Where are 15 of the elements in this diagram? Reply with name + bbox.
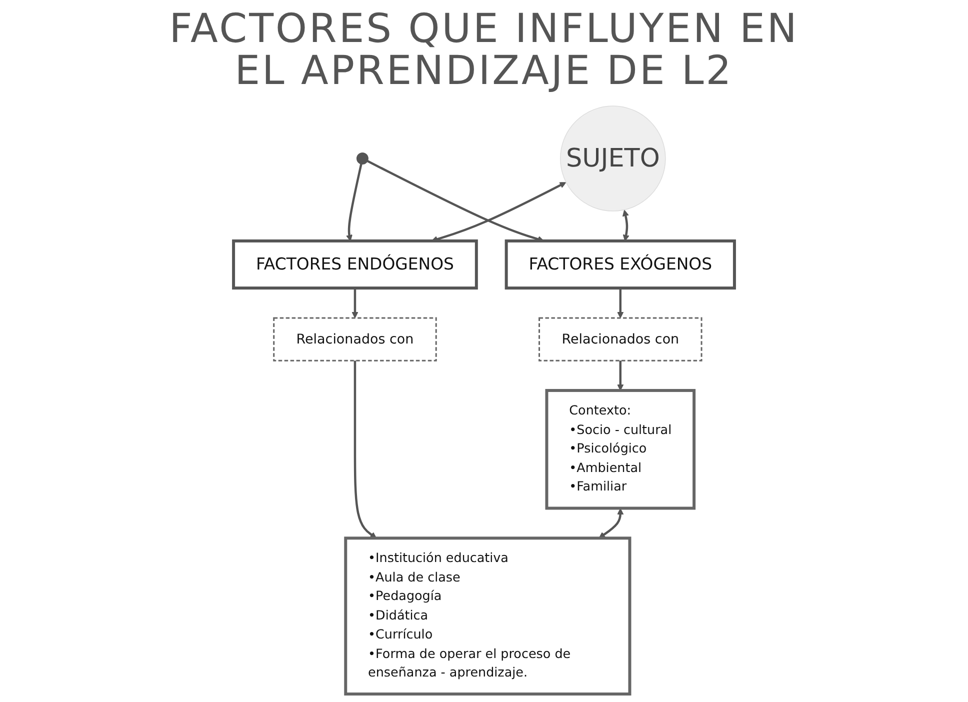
node-box: Relacionados con <box>538 317 702 362</box>
node-box: FACTORES EXÓGENOS <box>504 239 736 290</box>
node-box: Contexto: •Socio - cultural •Psicológico •Ambiental •Familiar <box>545 388 696 510</box>
diagram-title: FACTORES QUE INFLUYEN EN EL APRENDIZAJE DE L2 <box>168 8 800 92</box>
arrow <box>617 288 624 318</box>
node-circle: SUJETO <box>560 106 666 212</box>
arrow <box>617 360 624 391</box>
arrow <box>352 288 358 318</box>
node-box: Relacionados con <box>273 317 437 362</box>
arrow <box>598 508 624 538</box>
node-box: •Institución educativa •Aula de clase •Pedagogía •Didática •Currículo •Forma de operar el proceso de enseñanza - aprendizaje. <box>344 536 632 696</box>
node-box: FACTORES ENDÓGENOS <box>232 239 478 290</box>
arrow <box>622 210 630 242</box>
arrow <box>346 164 362 242</box>
arrow <box>354 360 377 538</box>
